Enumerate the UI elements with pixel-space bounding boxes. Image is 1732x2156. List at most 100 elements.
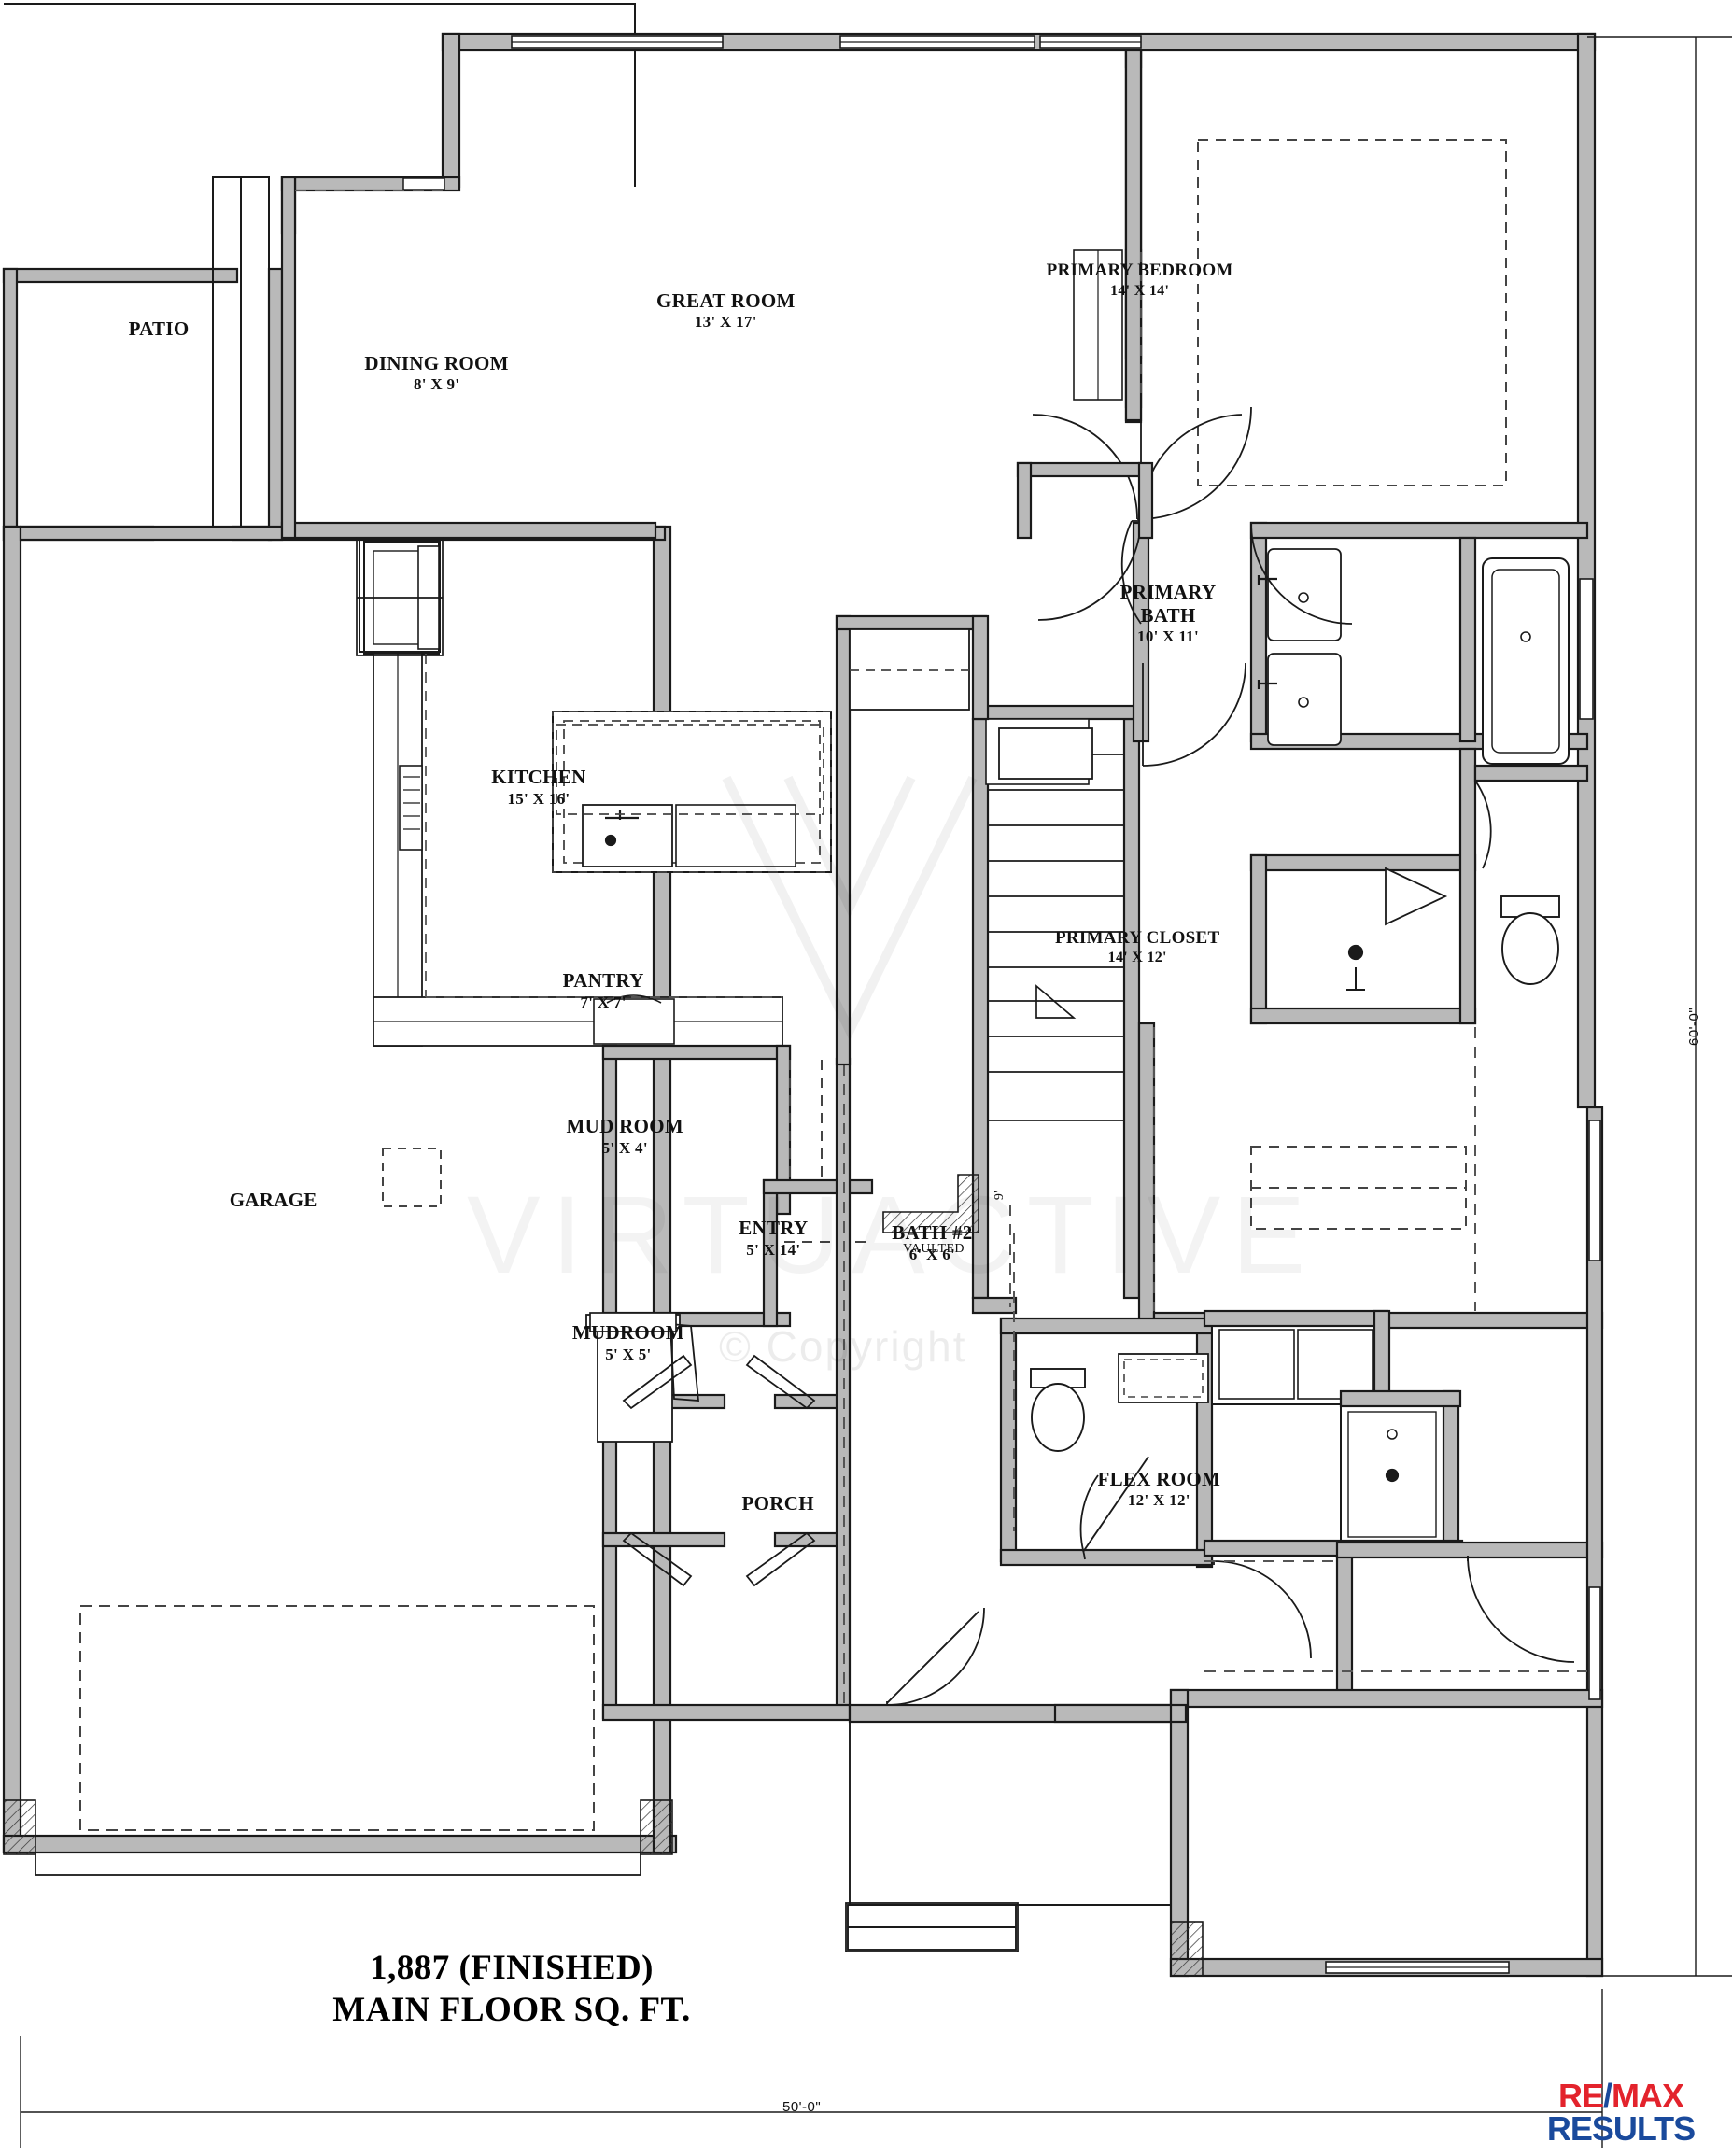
dining-window bbox=[402, 177, 445, 190]
room-name-great_room: GREAT ROOM bbox=[656, 289, 796, 312]
garage-corner-hatch bbox=[3, 1799, 673, 1855]
flex-window bbox=[1325, 1961, 1510, 1974]
hall-dashes-br bbox=[1204, 1560, 1587, 1672]
closet-opening-dashed bbox=[1153, 1027, 1476, 1311]
closet-shelves-dashed bbox=[1250, 1146, 1467, 1230]
linen-door bbox=[1385, 867, 1448, 926]
wall-flex-upper-left bbox=[1335, 1554, 1354, 1707]
wall-stair-right bbox=[1122, 717, 1141, 1300]
wall-pbath-top bbox=[1249, 521, 1589, 540]
patio-dining-divider bbox=[267, 267, 284, 542]
remax-re-text: RE bbox=[1557, 2077, 1604, 2115]
laundry-shower bbox=[1340, 1403, 1444, 1545]
room-size-flex_room: 12' X 12' bbox=[1127, 1491, 1190, 1510]
room-name-flex_room: FLEX ROOM bbox=[1097, 1467, 1221, 1490]
remax-max-text: MAX bbox=[1612, 2077, 1684, 2115]
porch-step bbox=[845, 1902, 1019, 1952]
kitchen-soffit-dashed bbox=[425, 654, 782, 998]
room-name-primary_closet: PRIMARY CLOSET bbox=[1054, 927, 1220, 948]
hall-closet bbox=[998, 727, 1093, 780]
bathtub bbox=[1482, 557, 1570, 765]
fridge-alcove bbox=[356, 537, 444, 656]
results-wordmark: RESULTS bbox=[1546, 2108, 1696, 2148]
room-size-mud_room: 5' X 4' bbox=[601, 1138, 648, 1157]
vaulted-ceiling-label: VAULTED bbox=[903, 1242, 965, 1256]
remax-results-logo: RE/MAX RESULTS bbox=[1528, 2077, 1714, 2148]
wall-pantry-inner-top bbox=[762, 1178, 874, 1195]
coat-closet bbox=[849, 628, 970, 711]
kitchen-cabinets bbox=[363, 541, 832, 1047]
wall-pantry-right bbox=[775, 1044, 792, 1216]
wall-hall-top bbox=[1016, 461, 1143, 478]
patio-outline bbox=[4, 3, 636, 187]
front-door-leaf bbox=[886, 1611, 979, 1704]
exterior-wall-right-upper bbox=[1576, 32, 1597, 1109]
room-name-patio: PATIO bbox=[128, 317, 190, 341]
door-hall-swing-a bbox=[1032, 414, 1138, 520]
pantry-shelves-dashed bbox=[784, 1060, 868, 1243]
wall-shower-left bbox=[1249, 853, 1268, 1025]
wall-entry-hall-n bbox=[971, 1296, 1018, 1315]
room-size-pantry: 7' X 7' bbox=[580, 993, 627, 1012]
wc-door-swing bbox=[1474, 780, 1492, 869]
wall-stair-top bbox=[984, 704, 1141, 721]
patio-wall-top bbox=[2, 267, 239, 284]
bath2-door-leaf bbox=[1082, 1456, 1149, 1553]
laundry-upper bbox=[1211, 1323, 1381, 1405]
wall-shower-bottom bbox=[1249, 1007, 1477, 1025]
shower bbox=[1258, 867, 1471, 1009]
room-size-primary_bedroom: 14' X 14' bbox=[1110, 282, 1170, 299]
patio-wall-left bbox=[2, 267, 19, 542]
wall-mud-divider-bot-r bbox=[773, 1531, 838, 1548]
wall-pantry-top bbox=[601, 1044, 792, 1061]
right-windows bbox=[1588, 1120, 1601, 1700]
wall-flex-top bbox=[1335, 1541, 1604, 1559]
wall-pcloset-left bbox=[1137, 1022, 1156, 1324]
mudroom-swing-door bbox=[669, 1323, 700, 1402]
wall-lshower-right bbox=[1442, 1389, 1460, 1557]
door-swing-bedroom bbox=[1138, 406, 1252, 520]
room-name-entry: ENTRY bbox=[739, 1217, 809, 1240]
ceiling-height-label: 9' bbox=[993, 1190, 1007, 1201]
room-size-dining_room: 8' X 9' bbox=[413, 375, 460, 394]
overall-width-dimension: 50'-0" bbox=[782, 2099, 822, 2115]
wall-pbath-mid bbox=[1249, 521, 1268, 743]
room-name-mud_room: MUD ROOM bbox=[566, 1114, 683, 1137]
wall-mudroom-bottom bbox=[601, 1703, 852, 1722]
wall-pbath-tub-left bbox=[1458, 536, 1477, 743]
front-door-swing bbox=[886, 1607, 985, 1706]
wall-hall-right bbox=[1137, 461, 1154, 540]
wall-greatroom-left-upper bbox=[441, 32, 461, 189]
room-size-great_room: 13' X 17' bbox=[694, 313, 757, 331]
room-name-mudroom_2: MUDROOM bbox=[571, 1321, 684, 1344]
primary-bed-dashed bbox=[1197, 139, 1507, 486]
exterior-wall-garage-bottom bbox=[2, 1834, 678, 1854]
room-name-pantry: PANTRY bbox=[562, 969, 644, 993]
room-name-bath_2: BATH #2 bbox=[892, 1221, 973, 1245]
bath2-vanity bbox=[1118, 1353, 1209, 1403]
wall-lshower-top bbox=[1339, 1389, 1462, 1408]
porch-slab bbox=[847, 1722, 1171, 1951]
wall-wc-top bbox=[1473, 764, 1589, 782]
room-size-primary_bath: 10' X 11' bbox=[1137, 627, 1200, 646]
refrigerator bbox=[359, 539, 441, 653]
wall-mud-divider-top-r bbox=[773, 1393, 838, 1410]
exterior-wall-left bbox=[2, 525, 22, 1854]
bifold-doors bbox=[622, 1354, 816, 1587]
room-size-bath_2: 6' X 6' bbox=[908, 1245, 956, 1263]
wall-dining-left-long bbox=[280, 176, 297, 540]
wall-gr-hall bbox=[971, 614, 990, 721]
primary-bath-vanities bbox=[1257, 548, 1342, 746]
wall-porch-right-top bbox=[1053, 1703, 1173, 1724]
